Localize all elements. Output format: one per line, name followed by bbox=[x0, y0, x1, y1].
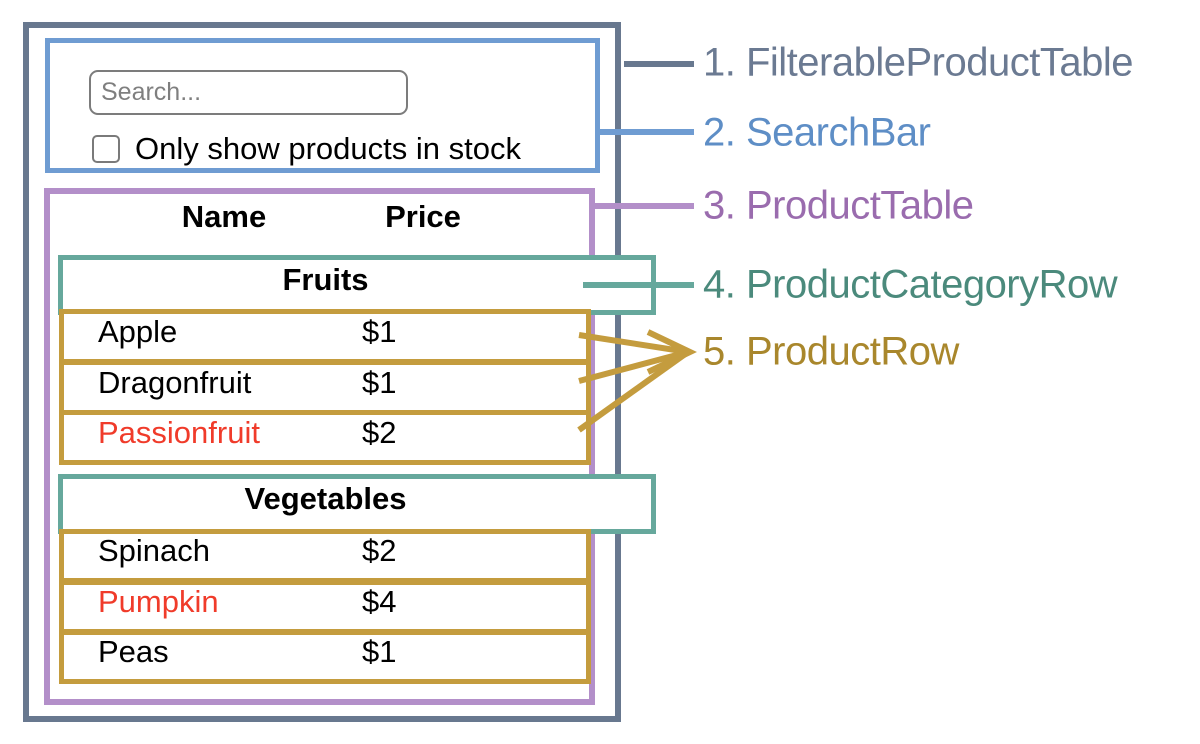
product-price: $1 bbox=[362, 365, 397, 400]
product-row-arrow bbox=[577, 329, 697, 433]
product-row: Apple $1 bbox=[59, 309, 591, 364]
product-row: Pumpkin $4 bbox=[59, 580, 591, 634]
product-price: $2 bbox=[362, 533, 397, 568]
price-column-header: Price bbox=[385, 199, 461, 234]
product-price: $1 bbox=[362, 634, 397, 669]
legend-item-filterable-product-table: 1. FilterableProductTable bbox=[703, 40, 1133, 85]
product-name: Spinach bbox=[98, 533, 211, 568]
search-input[interactable] bbox=[89, 70, 408, 115]
product-row: Spinach $2 bbox=[59, 529, 591, 583]
product-category-row: Fruits bbox=[58, 255, 656, 315]
product-name: Dragonfruit bbox=[98, 365, 252, 400]
search-bar-box bbox=[45, 38, 600, 173]
product-row: Peas $1 bbox=[59, 630, 591, 684]
legend-item-product-row: 5. ProductRow bbox=[703, 329, 959, 374]
product-price: $4 bbox=[362, 584, 397, 619]
product-name: Passionfruit bbox=[98, 415, 260, 450]
product-row: Dragonfruit $1 bbox=[59, 360, 591, 415]
name-column-header: Name bbox=[181, 199, 267, 234]
in-stock-checkbox-label: Only show products in stock bbox=[135, 131, 521, 166]
product-name: Apple bbox=[98, 314, 178, 349]
product-price: $2 bbox=[362, 415, 397, 450]
in-stock-filter-row: Only show products in stock bbox=[92, 131, 572, 166]
product-name: Peas bbox=[98, 634, 169, 669]
leader-line-product-category-row bbox=[583, 282, 694, 288]
product-name: Pumpkin bbox=[98, 584, 219, 619]
product-table-box bbox=[44, 188, 595, 705]
legend-item-product-category-row: 4. ProductCategoryRow bbox=[703, 262, 1118, 307]
legend-item-search-bar: 2. SearchBar bbox=[703, 110, 931, 155]
product-price: $1 bbox=[362, 314, 397, 349]
leader-line-filterable-product-table bbox=[624, 61, 694, 67]
product-row: Passionfruit $2 bbox=[59, 410, 591, 465]
leader-line-product-table bbox=[595, 203, 694, 209]
product-category-row: Vegetables bbox=[58, 474, 656, 534]
legend-item-product-table: 3. ProductTable bbox=[703, 183, 974, 228]
leader-line-search-bar bbox=[600, 129, 694, 135]
in-stock-checkbox[interactable] bbox=[92, 135, 120, 163]
